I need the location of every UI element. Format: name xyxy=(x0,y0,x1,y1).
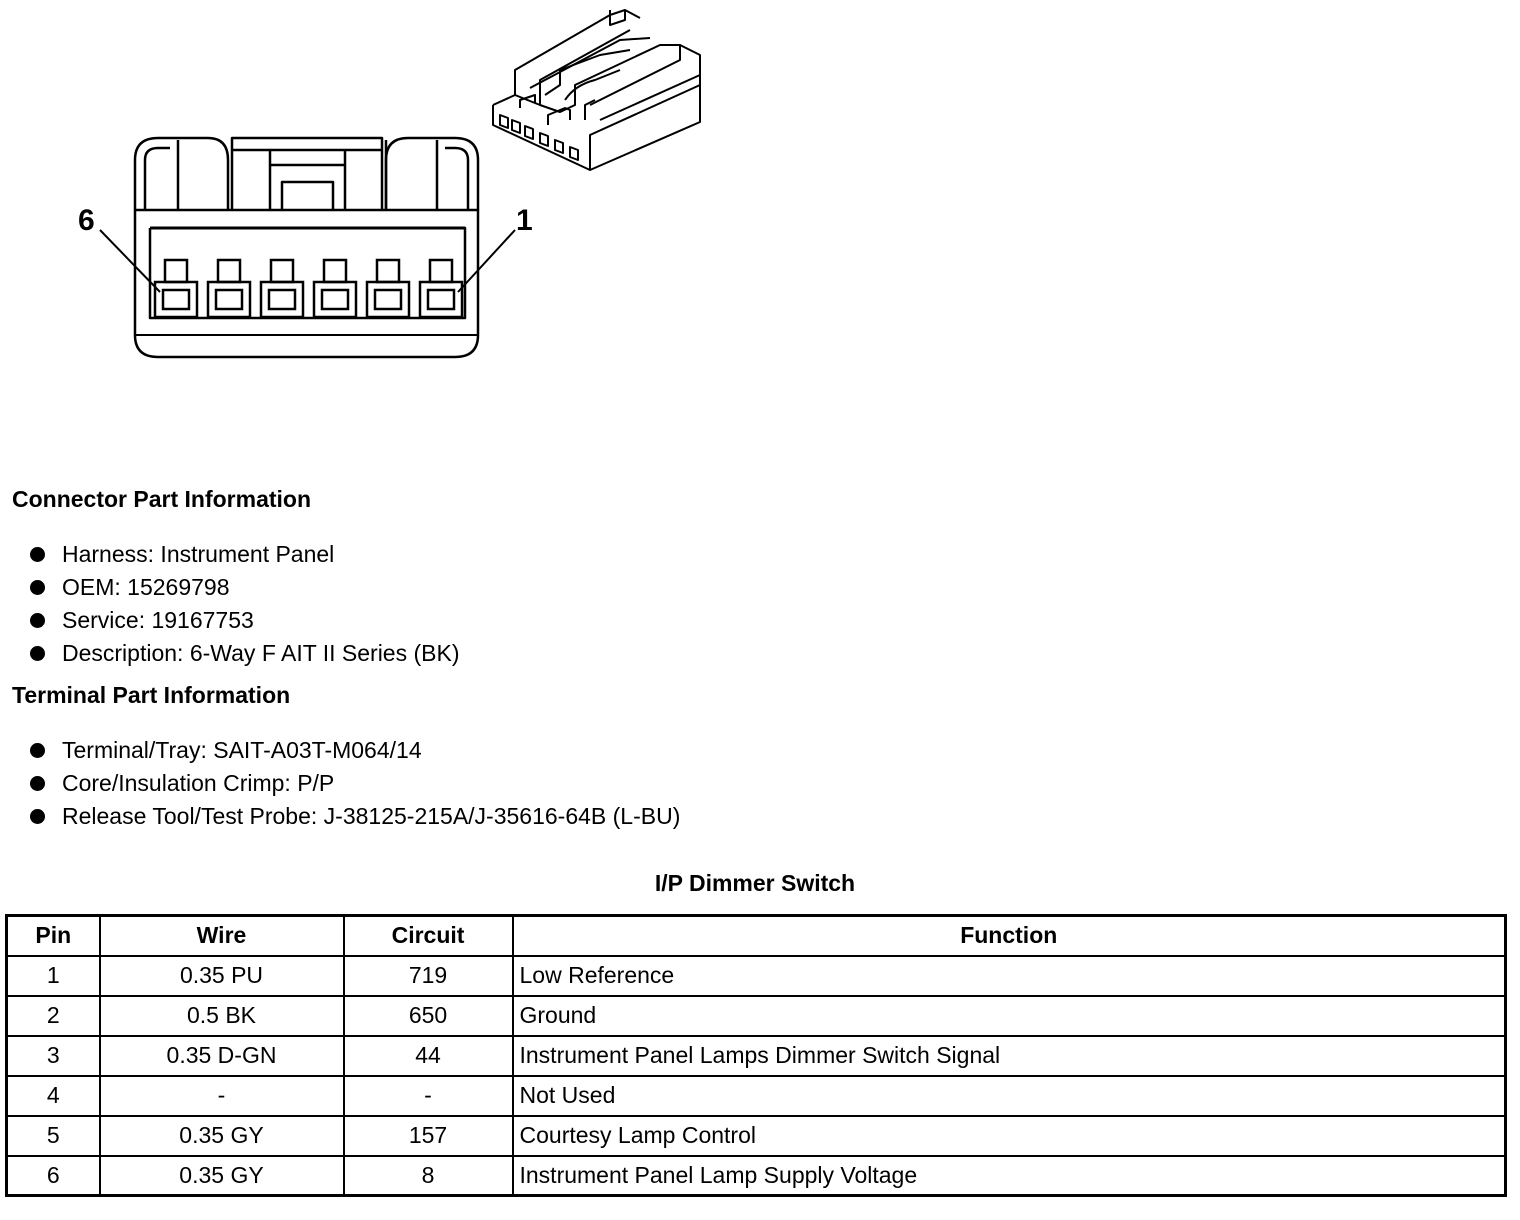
cell-circuit: 157 xyxy=(342,1114,514,1157)
bullet-icon xyxy=(30,547,45,562)
cell-function: Not Used xyxy=(511,1074,1507,1117)
table-caption: I/P Dimmer Switch xyxy=(654,870,856,896)
cell-function: Ground xyxy=(511,994,1507,1037)
terminal-3 xyxy=(312,258,358,319)
connector-iso-view xyxy=(492,9,701,171)
bullet-icon xyxy=(30,613,45,628)
table-row: 2 0.5 BK 650 Ground xyxy=(5,994,1507,1037)
pin-label-6: 6 xyxy=(78,204,95,237)
cell-circuit: 8 xyxy=(342,1154,514,1197)
connector-part-info-title: Connector Part Information xyxy=(12,486,312,512)
cell-wire: 0.35 GY xyxy=(98,1114,345,1157)
list-item: OEM: 15269798 xyxy=(30,571,460,604)
cell-wire: 0.35 D-GN xyxy=(98,1034,345,1077)
table-row: 4 - - Not Used xyxy=(5,1074,1507,1117)
terminal-6 xyxy=(153,258,199,319)
pin-label-1: 1 xyxy=(516,204,533,237)
bullet-icon xyxy=(30,580,45,595)
leader-line-1 xyxy=(457,229,516,293)
table-header-row: Pin Wire Circuit Function xyxy=(5,914,1507,957)
cell-pin: 4 xyxy=(5,1074,101,1117)
connector-part-info-list: Harness: Instrument Panel OEM: 15269798 … xyxy=(30,538,460,670)
pin-table: Pin Wire Circuit Function 1 0.35 PU 719 … xyxy=(5,914,1507,1197)
cell-function: Instrument Panel Lamps Dimmer Switch Sig… xyxy=(511,1034,1507,1077)
bullet-icon xyxy=(30,646,45,661)
header-pin: Pin xyxy=(5,914,101,957)
cell-function: Courtesy Lamp Control xyxy=(511,1114,1507,1157)
table-row: 6 0.35 GY 8 Instrument Panel Lamp Supply… xyxy=(5,1154,1507,1197)
table-row: 3 0.35 D-GN 44 Instrument Panel Lamps Di… xyxy=(5,1034,1507,1077)
list-item: Core/Insulation Crimp: P/P xyxy=(30,767,680,800)
terminal-1 xyxy=(418,258,464,319)
cell-pin: 5 xyxy=(5,1114,101,1157)
terminal-part-info-list: Terminal/Tray: SAIT-A03T-M064/14 Core/In… xyxy=(30,734,680,833)
cell-wire: 0.35 GY xyxy=(98,1154,345,1197)
cell-function: Instrument Panel Lamp Supply Voltage xyxy=(511,1154,1507,1197)
cell-circuit: 719 xyxy=(342,954,514,997)
header-wire: Wire xyxy=(98,914,345,957)
cell-pin: 3 xyxy=(5,1034,101,1077)
list-item: Description: 6-Way F AIT II Series (BK) xyxy=(30,637,460,670)
terminal-5 xyxy=(206,258,252,319)
cell-circuit: 44 xyxy=(342,1034,514,1077)
table-row: 5 0.35 GY 157 Courtesy Lamp Control xyxy=(5,1114,1507,1157)
leader-line-6 xyxy=(99,229,161,293)
list-item: Release Tool/Test Probe: J-38125-215A/J-… xyxy=(30,800,680,833)
list-item: Terminal/Tray: SAIT-A03T-M064/14 xyxy=(30,734,680,767)
list-item: Harness: Instrument Panel xyxy=(30,538,460,571)
cell-function: Low Reference xyxy=(511,954,1507,997)
connector-diagram: 6 1 xyxy=(78,9,701,359)
table-row: 1 0.35 PU 719 Low Reference xyxy=(5,954,1507,997)
cell-circuit: - xyxy=(342,1074,514,1117)
cell-circuit: 650 xyxy=(342,994,514,1037)
header-function: Function xyxy=(511,914,1507,957)
bullet-icon xyxy=(30,776,45,791)
cell-wire: - xyxy=(98,1074,345,1117)
cell-wire: 0.35 PU xyxy=(98,954,345,997)
terminal-4 xyxy=(259,258,305,319)
cell-wire: 0.5 BK xyxy=(98,994,345,1037)
cell-pin: 2 xyxy=(5,994,101,1037)
bullet-icon xyxy=(30,809,45,824)
bullet-icon xyxy=(30,743,45,758)
connector-body xyxy=(133,136,230,210)
cell-pin: 6 xyxy=(5,1154,101,1197)
terminal-part-info-title: Terminal Part Information xyxy=(12,682,291,708)
cell-pin: 1 xyxy=(5,954,101,997)
list-item: Service: 19167753 xyxy=(30,604,460,637)
terminal-2 xyxy=(365,258,411,319)
header-circuit: Circuit xyxy=(342,914,514,957)
